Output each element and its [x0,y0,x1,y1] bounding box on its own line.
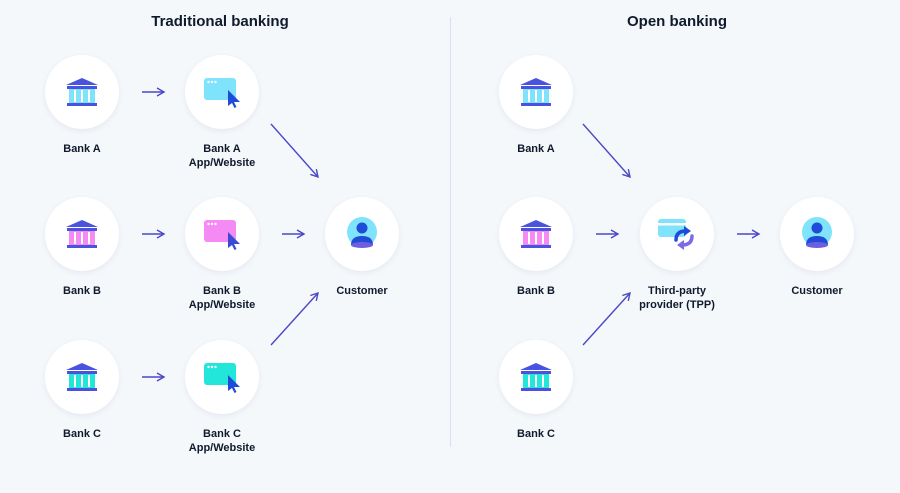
customer-icon [347,217,377,248]
traditional-bank-c-label: Bank C [63,428,101,440]
label-line-2: App/Website [188,157,256,169]
label-line-1: Bank C [203,428,241,440]
open-banking-title: Open banking [626,13,727,30]
traditional-customer-node [325,197,399,271]
bank-a-app-node [185,55,259,129]
bank-icon [520,220,552,248]
label-line-1: Bank A [203,143,241,155]
open-bank-b-label: Bank B [517,285,555,297]
tpp-node [640,197,714,271]
tpp-label: Third-party provider (TPP) [607,284,747,312]
traditional-bank-b-node [45,197,119,271]
open-bank-c-label: Bank C [517,428,555,440]
bank-c-app-node [185,340,259,414]
arrow-open-bank-a-to-tpp [582,123,631,179]
bank-icon [520,363,552,391]
card-sync-icon [658,219,694,250]
bank-c-app-label: Bank C App/Website [152,427,292,455]
section-divider [450,17,451,447]
customer-icon [802,217,832,248]
bank-icon [66,78,98,106]
label-line-2: App/Website [188,442,256,454]
traditional-bank-a-label: Bank A [63,143,101,155]
bank-icon [66,220,98,248]
open-bank-a-label: Bank A [517,143,555,155]
arrow-open-bank-c-to-tpp [582,291,631,346]
open-bank-c-node [499,340,573,414]
label-line-2: App/Website [188,299,256,311]
browser-window-icon [204,220,240,250]
browser-window-icon [204,363,240,393]
traditional-bank-a-node [45,55,119,129]
bank-icon [66,363,98,391]
bank-icon [520,78,552,106]
arrow-app-c-to-customer [270,291,319,346]
traditional-banking-title: Traditional banking [151,13,289,30]
bank-a-app-label: Bank A App/Website [152,142,292,170]
traditional-bank-b-label: Bank B [63,285,101,297]
traditional-bank-c-node [45,340,119,414]
open-customer-node [780,197,854,271]
label-line-1: Bank B [203,285,241,297]
arrow-app-a-to-customer [270,123,319,179]
label-line-2: provider (TPP) [639,299,715,311]
traditional-customer-label: Customer [336,285,388,297]
browser-window-icon [204,78,240,108]
open-bank-b-node [499,197,573,271]
open-bank-a-node [499,55,573,129]
label-line-1: Third-party [647,285,707,297]
open-customer-label: Customer [791,285,843,297]
bank-b-app-label: Bank B App/Website [152,284,292,312]
bank-b-app-node [185,197,259,271]
